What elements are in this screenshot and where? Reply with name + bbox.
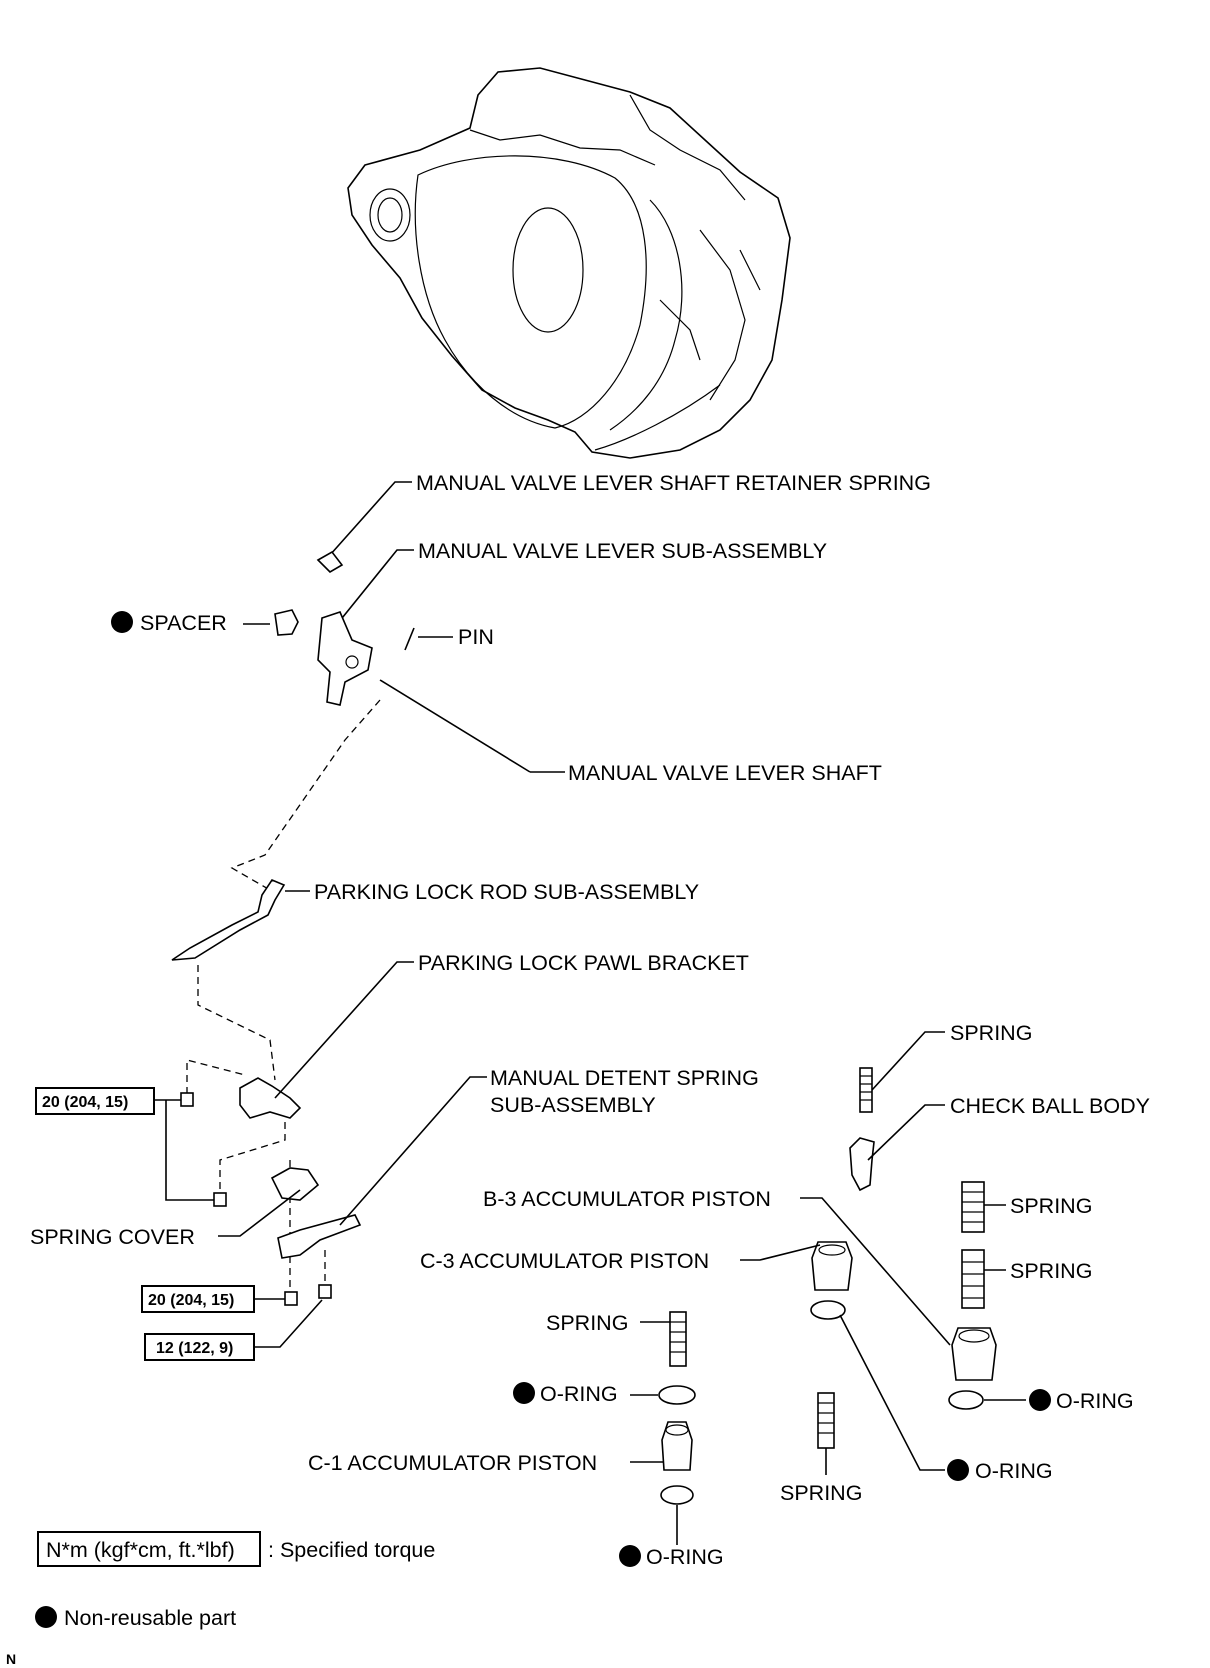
legend-non-reusable: Non-reusable part [64,1606,236,1630]
non-reusable-mark-spacer [111,611,133,633]
label-spring-top: SPRING [950,1021,1032,1045]
b3-piston-part [951,1327,997,1381]
label-spring-b3-2: SPRING [1010,1259,1092,1283]
label-oring-c1-bottom: O-RING [646,1545,724,1569]
c3-accumulator-group [740,1241,945,1475]
retainer-spring-part [316,550,344,574]
label-spring-b3-1: SPRING [1010,1194,1092,1218]
label-pin: PIN [458,625,494,649]
label-detent-spring-line1: MANUAL DETENT SPRING [490,1066,759,1090]
label-spring-c1: SPRING [546,1311,628,1335]
bolts [180,1092,332,1306]
label-spacer: SPACER [140,611,227,635]
spacer-part [274,609,299,636]
label-oring-c1-top: O-RING [540,1382,618,1406]
check-ball-body-part [849,1137,875,1192]
manual-detent-spring-part [277,1076,487,1259]
non-reusable-mark-oring-c3 [947,1459,969,1481]
spring-b3-1-part [961,1181,985,1233]
c3-piston-part [811,1241,853,1291]
non-reusable-mark-oring-b3 [1029,1389,1051,1411]
parking-lock-pawl-bracket-part [239,961,414,1119]
spring-top-part [859,1067,873,1113]
leaders-upper [230,481,565,891]
corner-mark: N [6,1651,16,1667]
label-c1-piston: C-1 ACCUMULATOR PISTON [308,1451,597,1475]
legend-non-reusable-mark [35,1606,57,1628]
label-oring-c3: O-RING [975,1459,1053,1483]
label-lever-sub-assembly: MANUAL VALVE LEVER SUB-ASSEMBLY [418,539,827,563]
c1-accumulator-group [630,1311,696,1545]
label-spring-c3: SPRING [780,1481,862,1505]
label-parking-lock-rod: PARKING LOCK ROD SUB-ASSEMBLY [314,880,699,904]
torque-1: 20 (204, 15) [42,1094,128,1111]
label-pawl-bracket: PARKING LOCK PAWL BRACKET [418,951,749,975]
non-reusable-mark-oring-c1-top [513,1382,535,1404]
label-oring-b3: O-RING [1056,1389,1134,1413]
legend: N*m (kgf*cm, ft.*lbf) : Specified torque… [6,1531,435,1667]
non-reusable-mark-oring-c1-bottom [619,1545,641,1567]
transaxle-housing [347,67,791,459]
label-check-ball-body: CHECK BALL BODY [950,1094,1150,1118]
parking-lock-rod-part [171,879,310,961]
label-c3-piston: C-3 ACCUMULATOR PISTON [420,1249,709,1273]
spring-cover-part [218,1167,320,1237]
labels: MANUAL VALVE LEVER SHAFT RETAINER SPRING… [30,471,1150,1569]
label-retainer-spring: MANUAL VALVE LEVER SHAFT RETAINER SPRING [416,471,931,495]
legend-torque-unit: N*m (kgf*cm, ft.*lbf) [46,1538,235,1562]
check-ball-group [849,1031,945,1192]
legend-torque-desc: : Specified torque [268,1538,435,1562]
label-lever-shaft: MANUAL VALVE LEVER SHAFT [568,761,882,785]
dashed-links-lower [186,965,326,1290]
spring-c3-part [817,1392,835,1449]
spring-b3-2-part [961,1249,985,1309]
b3-accumulator-group [800,1181,1026,1410]
label-b3-piston: B-3 ACCUMULATOR PISTON [483,1187,771,1211]
manual-valve-lever-shaft-part [379,679,531,773]
torque-specs: 20 (204, 15) 20 (204, 15) 12 (122, 9) [35,1087,255,1361]
label-detent-spring-line2: SUB-ASSEMBLY [490,1093,656,1117]
spring-c1-part [669,1311,687,1367]
label-spring-cover: SPRING COVER [30,1225,195,1249]
manual-valve-lever-part [317,611,373,706]
torque-3: 12 (122, 9) [156,1340,233,1357]
torque-2: 20 (204, 15) [148,1292,234,1309]
